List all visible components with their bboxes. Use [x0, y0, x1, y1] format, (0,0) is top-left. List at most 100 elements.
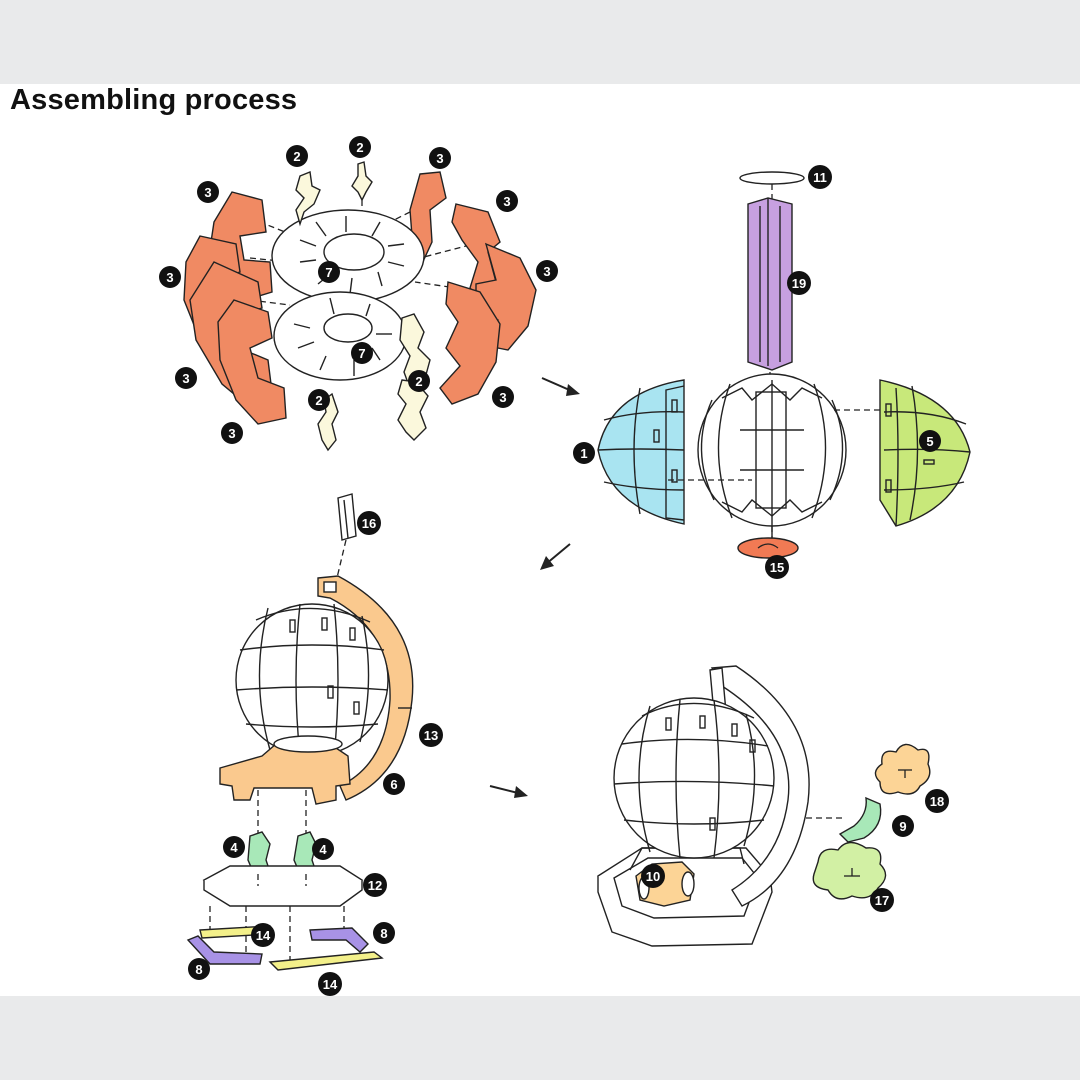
label-part-2: 2	[408, 370, 430, 392]
svg-text:3: 3	[182, 371, 189, 386]
label-part-3: 3	[175, 367, 197, 389]
svg-text:2: 2	[293, 149, 300, 164]
svg-text:11: 11	[813, 170, 827, 185]
part-3-piece	[439, 281, 501, 405]
label-part-2: 2	[308, 389, 330, 411]
finished-arc	[710, 665, 810, 907]
part-3-piece	[217, 299, 287, 425]
svg-text:9: 9	[899, 819, 906, 834]
part-5-green-hemisphere	[879, 379, 971, 527]
part-2-piece	[351, 161, 373, 202]
svg-text:3: 3	[499, 390, 506, 405]
label-part-15: 15	[765, 555, 789, 579]
label-part-12: 12	[363, 873, 387, 897]
step-4-finished-globe	[597, 665, 931, 947]
globe-ball	[235, 603, 389, 757]
arrow-step-3-to-4	[489, 785, 528, 798]
svg-text:3: 3	[204, 185, 211, 200]
svg-text:7: 7	[325, 265, 332, 280]
part-16-peg	[337, 493, 357, 541]
svg-text:17: 17	[875, 893, 889, 908]
label-part-2: 2	[349, 136, 371, 158]
label-part-3: 3	[429, 147, 451, 169]
svg-text:3: 3	[503, 194, 510, 209]
arrow-step-1-to-2	[541, 377, 580, 396]
part-15-base-disk	[737, 537, 799, 559]
label-part-3: 3	[197, 181, 219, 203]
label-part-7: 7	[318, 261, 340, 283]
step-2-sphere-assembly	[597, 171, 971, 559]
svg-text:3: 3	[228, 426, 235, 441]
svg-text:18: 18	[930, 794, 944, 809]
part-18-cloud	[874, 743, 931, 795]
part-2-piece	[295, 171, 321, 227]
label-part-2: 2	[286, 145, 308, 167]
svg-text:2: 2	[315, 393, 322, 408]
page-title: Assembling process	[10, 84, 298, 116]
part-2-piece	[397, 379, 429, 441]
svg-text:3: 3	[166, 270, 173, 285]
label-part-5: 5	[919, 430, 941, 452]
label-part-3: 3	[536, 260, 558, 282]
label-part-1: 1	[573, 442, 595, 464]
part-8-strip	[309, 927, 369, 953]
part-1-blue-hemisphere	[597, 379, 685, 525]
label-part-3: 3	[159, 266, 181, 288]
label-part-9: 9	[892, 815, 914, 837]
svg-text:4: 4	[230, 840, 238, 855]
svg-text:3: 3	[543, 264, 550, 279]
svg-text:14: 14	[256, 928, 271, 943]
part-17-cloud	[812, 841, 887, 900]
svg-text:2: 2	[415, 374, 422, 389]
svg-text:4: 4	[319, 842, 327, 857]
step-1-ring-assembly	[183, 161, 537, 452]
label-part-3: 3	[221, 422, 243, 444]
part-6-base	[219, 743, 351, 805]
part-19-column	[747, 197, 793, 371]
part-14-strip	[268, 951, 384, 971]
label-part-11: 11	[808, 165, 832, 189]
label-part-16: 16	[357, 511, 381, 535]
part-12-platform	[202, 865, 364, 907]
part-9-crescent	[838, 796, 882, 843]
part-7-ring-upper	[271, 209, 425, 303]
label-part-7: 7	[351, 342, 373, 364]
svg-text:7: 7	[358, 346, 365, 361]
svg-text:8: 8	[195, 962, 202, 977]
svg-text:1: 1	[580, 446, 587, 461]
svg-text:19: 19	[792, 276, 806, 291]
label-part-18: 18	[925, 789, 949, 813]
svg-text:10: 10	[646, 869, 660, 884]
svg-text:8: 8	[380, 926, 387, 941]
label-part-3: 3	[492, 386, 514, 408]
svg-text:13: 13	[424, 728, 438, 743]
label-part-4: 4	[312, 838, 334, 860]
part-7-ring-lower	[273, 291, 407, 381]
finished-globe-ball	[613, 697, 775, 859]
svg-text:12: 12	[368, 878, 382, 893]
label-part-14: 14	[318, 972, 342, 996]
step-3-stand-assembly	[186, 493, 414, 971]
instruction-sheet	[0, 84, 1080, 996]
arrow-step-2-to-3	[540, 543, 571, 570]
label-part-8: 8	[373, 922, 395, 944]
svg-text:2: 2	[356, 140, 363, 155]
label-part-3: 3	[496, 190, 518, 212]
label-part-4: 4	[223, 836, 245, 858]
part-11-disk	[739, 171, 805, 185]
svg-text:15: 15	[770, 560, 784, 575]
part-2-piece	[317, 392, 339, 452]
svg-text:3: 3	[436, 151, 443, 166]
sphere-frame	[697, 373, 847, 540]
label-part-6: 6	[383, 773, 405, 795]
label-part-14: 14	[251, 923, 275, 947]
label-part-10: 10	[641, 864, 665, 888]
label-part-8: 8	[188, 958, 210, 980]
svg-text:14: 14	[323, 977, 338, 992]
part-8-strip	[186, 935, 263, 965]
svg-text:16: 16	[362, 516, 376, 531]
label-part-17: 17	[870, 888, 894, 912]
label-part-13: 13	[419, 723, 443, 747]
svg-text:6: 6	[390, 777, 397, 792]
